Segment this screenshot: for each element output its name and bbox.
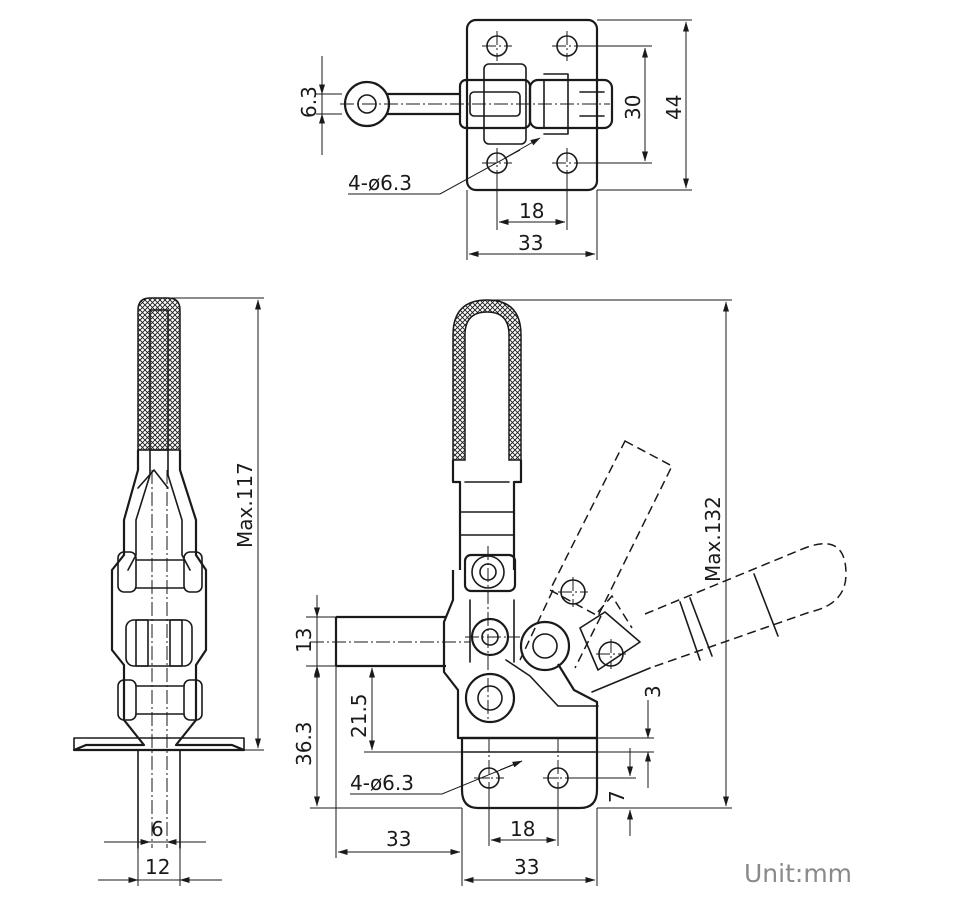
- top-view: 6.3 4-ø6.3 30 44 18 33: [297, 18, 692, 260]
- dim-front-max-height: Max.132: [701, 496, 725, 582]
- side-handle-grip: [137, 297, 181, 451]
- front-angled-handle-dashed: [506, 439, 673, 809]
- top-clamp-block: [458, 63, 614, 145]
- front-body: [442, 546, 599, 740]
- side-view: Max.117 6 12: [72, 297, 264, 886]
- dim-front-pivot-height: 21.5: [347, 693, 371, 738]
- side-spindle: [137, 470, 181, 849]
- dim-front-bar-height: 13: [292, 628, 316, 653]
- side-body: [72, 449, 246, 752]
- front-view: Max.132 13 36.3 21.5 4-ø6.3 3: [292, 299, 847, 886]
- front-dimensions: Max.132 13 36.3 21.5 4-ø6.3 3: [292, 299, 732, 886]
- dim-top-holes: 4-ø6.3: [348, 171, 412, 195]
- dim-front-base-thickness: 3: [641, 685, 665, 698]
- dim-top-hole-spacing-h: 18: [519, 199, 544, 223]
- dim-top-hole-spacing-v: 30: [621, 95, 645, 120]
- dim-top-hole-dia: 6.3: [297, 86, 321, 118]
- unit-label: Unit:mm: [744, 859, 852, 888]
- dim-side-slot-width: 6: [151, 817, 164, 841]
- dim-top-base-height: 44: [662, 95, 686, 120]
- front-open-handle: [579, 543, 847, 693]
- dim-top-base-width: 33: [518, 231, 543, 255]
- front-clamp-bar: [310, 615, 470, 668]
- dim-front-holes: 4-ø6.3: [350, 771, 414, 795]
- side-dimensions: Max.117 6 12: [98, 297, 264, 886]
- dim-side-base-width: 12: [145, 855, 170, 879]
- front-vertical-handle: [451, 299, 523, 570]
- dim-front-spindle-offset: 33: [386, 827, 411, 851]
- dim-front-hole-offset: 7: [605, 790, 629, 803]
- dim-side-max-height: Max.117: [233, 462, 257, 548]
- dim-front-hole-spacing: 18: [510, 817, 535, 841]
- dim-front-reach: 36.3: [292, 721, 316, 766]
- dim-front-base-width: 33: [514, 855, 539, 879]
- top-base-plate: [465, 18, 599, 192]
- top-dimensions: 6.3 4-ø6.3 30 44 18 33: [297, 19, 692, 260]
- top-handle-arm: [340, 80, 610, 128]
